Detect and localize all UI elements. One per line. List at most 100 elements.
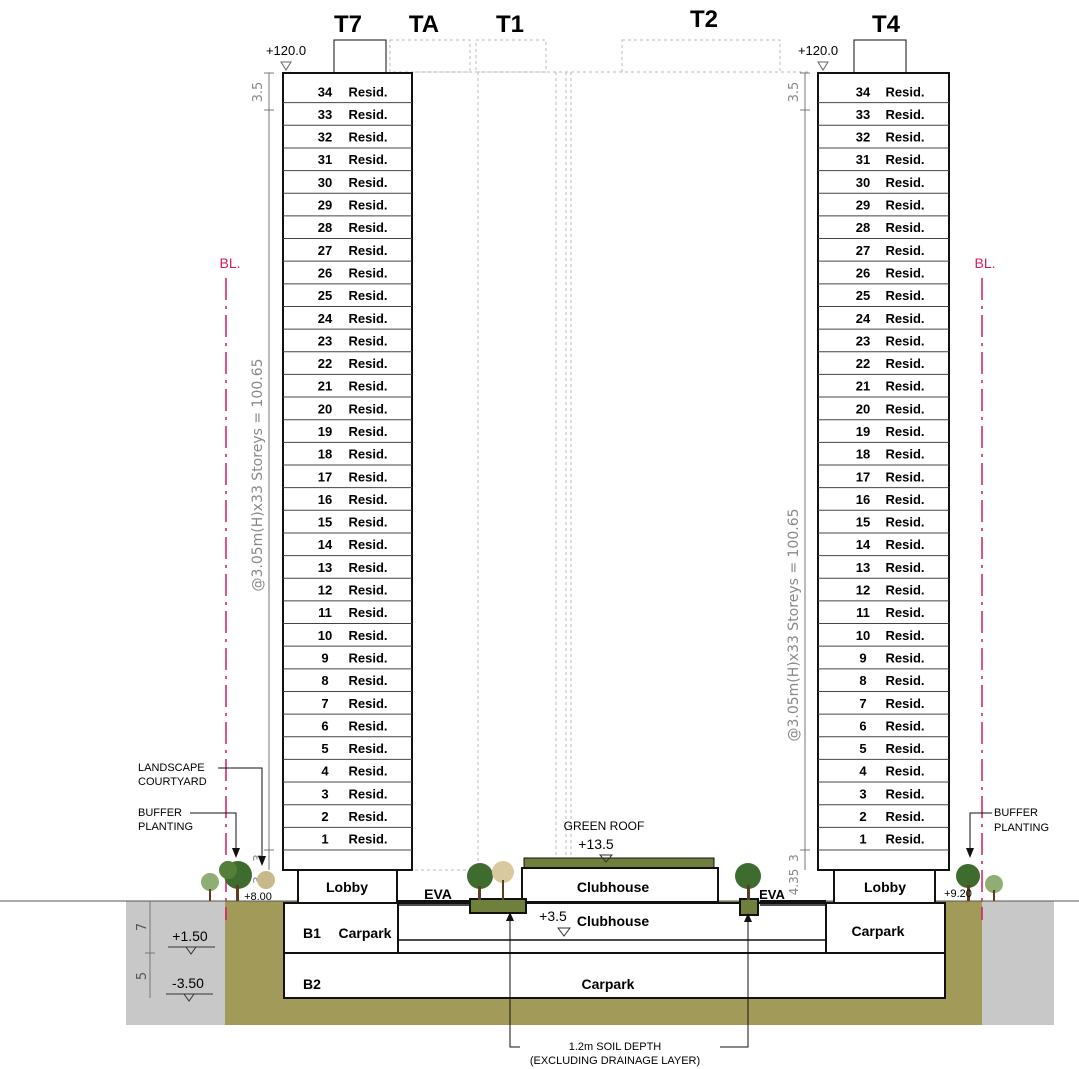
- buffer-planting-left-line1: BUFFER: [138, 807, 182, 819]
- t7-floor-use: Resid.: [348, 401, 387, 416]
- tower-label-t2: T2: [690, 6, 718, 33]
- lobby-left-label: Lobby: [326, 879, 368, 895]
- tower-label-t4: T4: [872, 11, 901, 38]
- t4-floor-use: Resid.: [885, 718, 924, 733]
- t7-floor-use: Resid.: [348, 832, 387, 847]
- t2-roof-ghost: [621, 39, 781, 73]
- green-roof-level: +13.5: [578, 836, 614, 852]
- t4-floor-use: Resid.: [885, 288, 924, 303]
- t4-floor-number: 4: [859, 764, 867, 779]
- t4-tower: [817, 72, 950, 871]
- t4-floor-lines: [818, 102, 949, 851]
- soil-depth-arrow-left: [506, 912, 514, 921]
- green-roof-layer: [523, 857, 715, 869]
- level-marker-right: [817, 61, 829, 71]
- podium-dim-left-b: 3: [251, 854, 265, 862]
- buffer-planting-right-arrow: [966, 848, 974, 858]
- t4-floor-number: 16: [856, 492, 870, 507]
- t4-floor-use: Resid.: [885, 673, 924, 688]
- t4-floor-use: Resid.: [885, 84, 924, 99]
- t7-floor-use: Resid.: [348, 333, 387, 348]
- basement-box: [283, 902, 946, 999]
- t7-floor-number: 21: [318, 379, 332, 394]
- t7-floor-number: 6: [321, 718, 328, 733]
- green-roof-level-marker: [598, 854, 614, 863]
- t4-floor-use: Resid.: [885, 130, 924, 145]
- b2-carpark-label: Carpark: [582, 976, 635, 992]
- storey-dim-left: @3.05m(H)x33 Storeys = 100.65: [250, 358, 266, 591]
- t7-floor-use: Resid.: [348, 583, 387, 598]
- t7-floor-number: 22: [318, 356, 332, 371]
- t4-floor-use: Resid.: [885, 175, 924, 190]
- tower-label-t1: T1: [496, 11, 524, 38]
- lobby-left-box: [297, 869, 398, 904]
- t7-floor-number: 11: [318, 605, 332, 620]
- soil-depth-line2: (EXCLUDING DRAINAGE LAYER): [530, 1055, 700, 1067]
- t4-floor-number: 15: [856, 515, 870, 530]
- tree-group-left: [201, 861, 275, 901]
- t7-floor-number: 15: [318, 515, 332, 530]
- t4-floor-number: 29: [856, 198, 870, 213]
- podium-dim-right-b: 3: [787, 854, 801, 862]
- lobby-right-label: Lobby: [864, 879, 906, 895]
- level-b1: +1.50: [172, 928, 208, 944]
- t4-floor-number: 21: [856, 379, 870, 394]
- level-right-ground: +9.20: [944, 888, 972, 900]
- t7-floor-number: 4: [321, 764, 329, 779]
- t7-floor-number: 23: [318, 333, 332, 348]
- planter-right: [739, 898, 759, 916]
- t7-floor-use: Resid.: [348, 786, 387, 801]
- clubhouse-lower-label: Clubhouse: [577, 913, 650, 929]
- t4-floor-use: Resid.: [885, 741, 924, 756]
- t4-floor-number: 31: [856, 152, 870, 167]
- t7-floor-use: Resid.: [348, 265, 387, 280]
- podium-dim-right: 4.35: [787, 869, 801, 896]
- tower-label-t7: T7: [334, 11, 362, 38]
- landscape-courtyard-arrow: [258, 856, 266, 866]
- t7-floor-number: 12: [318, 583, 332, 598]
- t7-floor-number: 24: [318, 311, 333, 326]
- t7-floor-use: Resid.: [348, 696, 387, 711]
- t7-floor-number: 25: [318, 288, 332, 303]
- t7-floor-number: 26: [318, 265, 332, 280]
- t7-floor-use: Resid.: [348, 809, 387, 824]
- t7-floor-use: Resid.: [348, 560, 387, 575]
- t7-floor-number: 27: [318, 243, 332, 258]
- level-marker-left: [280, 61, 292, 71]
- green-roof-label: GREEN ROOF: [564, 819, 645, 833]
- soil-depth-line1: 1.2m SOIL DEPTH: [569, 1041, 662, 1053]
- t4-floor-use: Resid.: [885, 764, 924, 779]
- level-b2: -3.50: [172, 975, 204, 991]
- t4-floor-number: 19: [856, 424, 870, 439]
- t4-floor-use: Resid.: [885, 560, 924, 575]
- t7-floor-use: Resid.: [348, 741, 387, 756]
- t4-floor-use: Resid.: [885, 424, 924, 439]
- t7-floor-use: Resid.: [348, 628, 387, 643]
- t4-floor-number: 8: [859, 673, 866, 688]
- t1-roof-ghost: [475, 39, 547, 73]
- buffer-planting-left-arrow: [232, 848, 240, 858]
- t4-floor-number: 17: [856, 469, 870, 484]
- t4-floor-number: 34: [856, 84, 871, 99]
- t4-floor-use: Resid.: [885, 333, 924, 348]
- t4-floor-number: 3: [859, 786, 866, 801]
- t4-floor-use: Resid.: [885, 220, 924, 235]
- t4-floor-use: Resid.: [885, 628, 924, 643]
- ground-grey-left: [126, 901, 226, 1025]
- t7-floor-number: 9: [321, 650, 328, 665]
- t4-floor-use: Resid.: [885, 265, 924, 280]
- t7-floor-number: 31: [318, 152, 332, 167]
- level-left-ground: +8.00: [244, 891, 272, 903]
- t7-floor-use: Resid.: [348, 764, 387, 779]
- t4-floor-number: 28: [856, 220, 870, 235]
- t7-floor-use: Resid.: [348, 379, 387, 394]
- clubhouse-upper-label: Clubhouse: [577, 879, 650, 895]
- t4-floor-use: Resid.: [885, 696, 924, 711]
- b2-label: B2: [303, 976, 321, 992]
- t4-floor-use: Resid.: [885, 537, 924, 552]
- eva-left-label: EVA: [424, 886, 452, 902]
- t7-floor-number: 7: [321, 696, 328, 711]
- buffer-planting-right-leader: [969, 812, 992, 850]
